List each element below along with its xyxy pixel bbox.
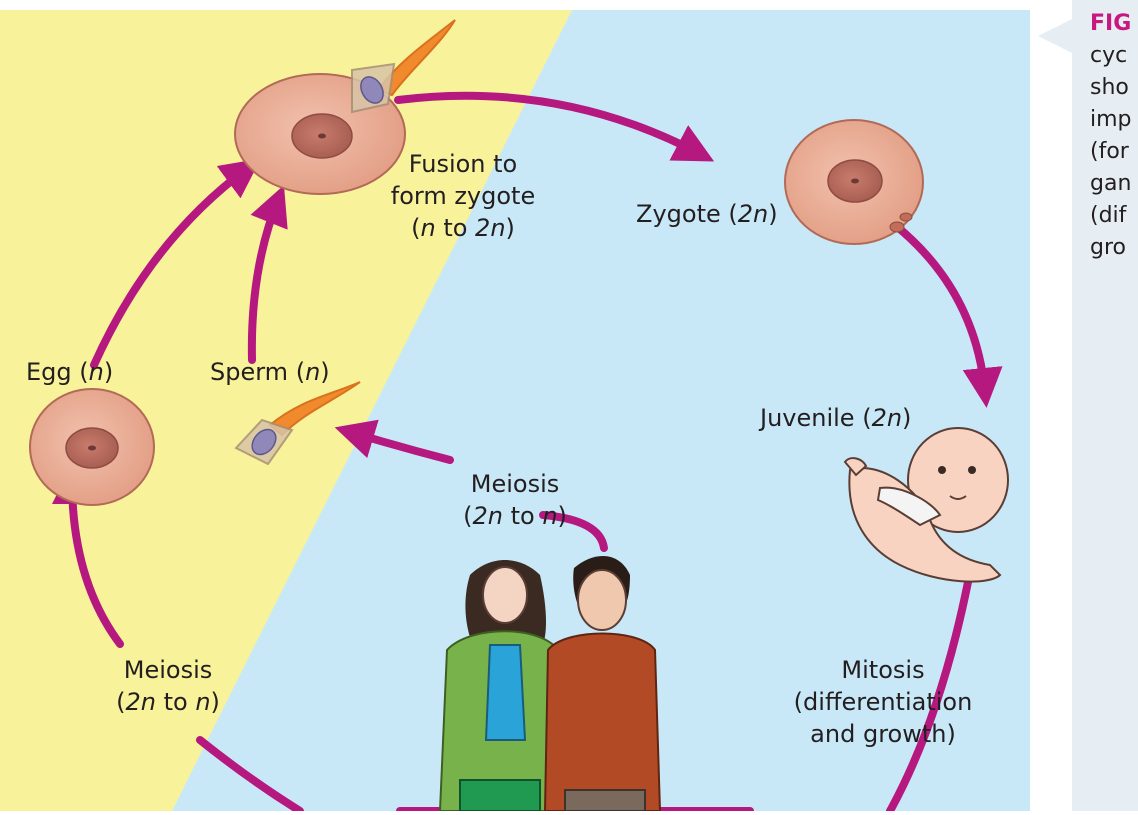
arrow-adults-to-meiosis	[539, 511, 608, 552]
fusion-label-line3: (n to 2n)	[411, 214, 515, 242]
mitosis-line2: (differentiation	[793, 688, 973, 716]
meiosis-center-label: Meiosis (2n to n)	[450, 468, 580, 532]
arrow-zygote-to-juvenile	[891, 221, 1003, 408]
caption-line: (dif	[1090, 203, 1127, 228]
haploid-region	[0, 10, 572, 811]
caption-line: gro	[1090, 235, 1126, 260]
caption-line: sho	[1090, 75, 1129, 100]
sperm-cell	[234, 381, 361, 466]
sperm-label: Sperm (n)	[210, 358, 330, 386]
meiosis-left-sub: (2n to n)	[116, 688, 220, 716]
juvenile-label: Juvenile (2n)	[760, 404, 912, 432]
fusion-cell	[234, 19, 456, 195]
juvenile-baby-illustration	[843, 427, 1009, 583]
caption-line: gan	[1090, 171, 1132, 196]
arrow-sperm-to-fusion	[247, 185, 288, 364]
arrow-mitosis	[886, 578, 972, 815]
meiosis-left-title: Meiosis	[123, 656, 213, 684]
egg-label: Egg (n)	[26, 358, 114, 386]
figure-caption: FIG cyc sho imp (for gan (dif gro	[1090, 8, 1138, 264]
arrow-fusion-to-zygote	[394, 91, 715, 162]
caption-line: (for	[1090, 139, 1129, 164]
mitosis-label: Mitosis (differentiation and growth)	[778, 654, 988, 750]
meiosis-center-sub: (2n to n)	[463, 502, 567, 530]
zygote-cell	[784, 119, 924, 245]
egg-cell	[29, 388, 155, 506]
fusion-label: Fusion to form zygote (n to 2n)	[368, 148, 558, 244]
caption-heading: FIG	[1090, 11, 1132, 36]
meiosis-center-title: Meiosis	[470, 470, 560, 498]
arrow-egg-to-fusion	[90, 158, 261, 369]
caption-pointer	[1038, 18, 1074, 54]
arrow-meiosis-to-sperm	[334, 419, 454, 464]
mitosis-line3: and growth)	[810, 720, 956, 748]
fusion-label-line2: form zygote	[390, 182, 536, 210]
arrow-bottom-left	[196, 736, 304, 815]
fusion-label-line1: Fusion to	[408, 150, 518, 178]
meiosis-left-label: Meiosis (2n to n)	[98, 654, 238, 718]
caption-line: cyc	[1090, 43, 1128, 68]
caption-line: imp	[1090, 107, 1132, 132]
caption-panel	[1072, 0, 1138, 811]
mitosis-title: Mitosis	[841, 656, 925, 684]
adults-illustration	[438, 555, 662, 812]
zygote-label: Zygote (2n)	[636, 200, 778, 228]
